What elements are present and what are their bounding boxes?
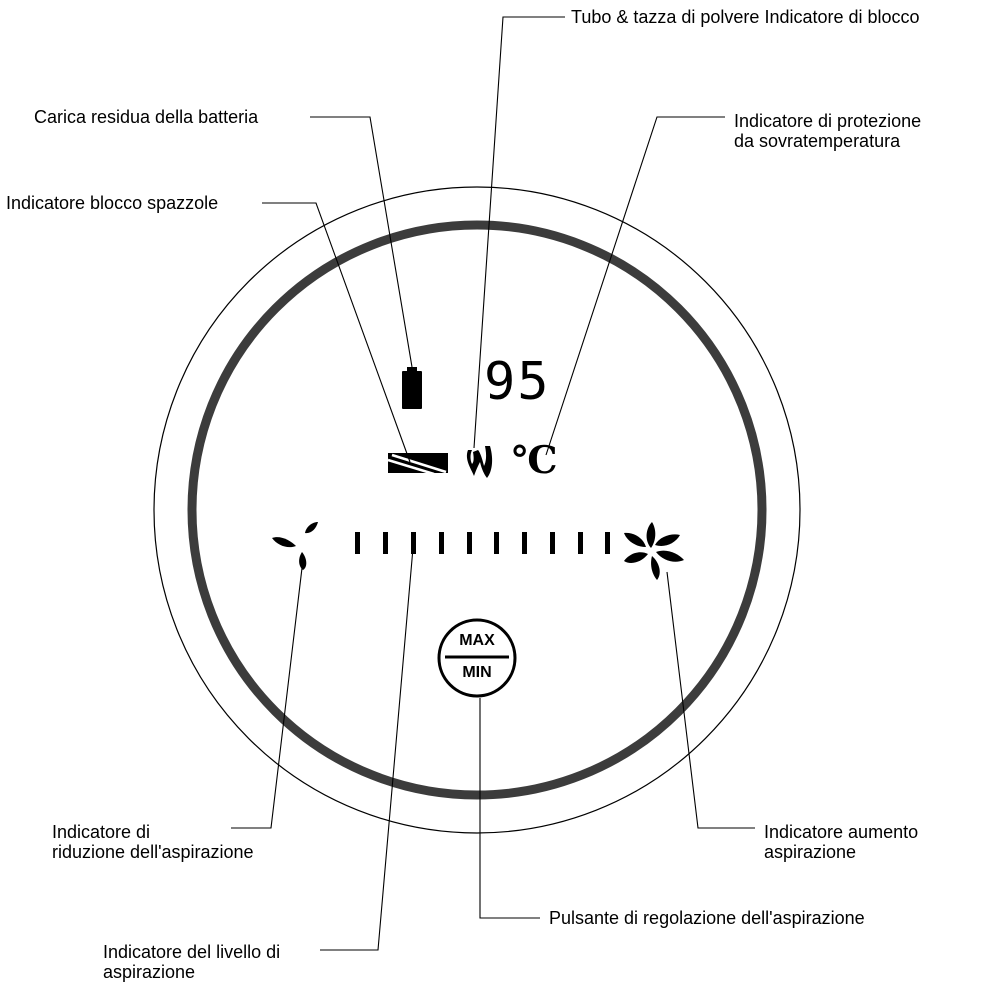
leader-brush bbox=[262, 202, 411, 463]
leader-overheat bbox=[545, 116, 725, 456]
tube-block-icon bbox=[466, 446, 493, 478]
leader-increase bbox=[666, 571, 755, 829]
label-brush-block: Indicatore blocco spazzole bbox=[6, 193, 219, 213]
level-bar bbox=[550, 532, 555, 554]
level-bar bbox=[355, 532, 360, 554]
label-suction-button: Pulsante di regolazione dell'aspirazione bbox=[549, 908, 865, 928]
suction-level-bars bbox=[355, 532, 610, 554]
battery-icon bbox=[402, 367, 422, 409]
battery-percent-readout: 95 bbox=[484, 352, 551, 412]
leader-level bbox=[320, 547, 414, 951]
label-overheat: Indicatore di protezione da sovratempera… bbox=[734, 111, 922, 151]
leader-button bbox=[479, 698, 540, 919]
level-bar bbox=[383, 532, 388, 554]
level-bar bbox=[522, 532, 527, 554]
leader-tube bbox=[473, 16, 565, 449]
suction-button[interactable] bbox=[437, 618, 517, 698]
level-bar bbox=[467, 532, 472, 554]
level-bar bbox=[605, 532, 610, 554]
label-suction-reduce: Indicatore di riduzione dell'aspirazione bbox=[52, 822, 254, 862]
outer-ring bbox=[153, 186, 801, 834]
button-max-label: MAX bbox=[459, 632, 495, 649]
level-bar bbox=[578, 532, 583, 554]
celsius-icon: ℃ bbox=[512, 437, 558, 482]
leader-battery bbox=[310, 116, 413, 368]
leader-lines bbox=[231, 16, 755, 951]
button-min-label: MIN bbox=[462, 664, 492, 681]
level-bar bbox=[411, 532, 416, 554]
label-battery: Carica residua della batteria bbox=[34, 107, 259, 127]
display-ring bbox=[187, 220, 767, 800]
leader-reduce bbox=[231, 567, 303, 829]
fan-small-icon bbox=[272, 522, 318, 570]
fan-large-icon bbox=[624, 522, 684, 580]
label-suction-level: Indicatore del livello di aspirazione bbox=[103, 942, 281, 982]
level-bar bbox=[494, 532, 499, 554]
label-tube-block: Tubo & tazza di polvere Indicatore di bl… bbox=[571, 7, 920, 27]
brush-block-icon bbox=[387, 453, 448, 476]
label-suction-increase: Indicatore aumento aspirazione bbox=[764, 822, 919, 862]
level-bar bbox=[439, 532, 444, 554]
